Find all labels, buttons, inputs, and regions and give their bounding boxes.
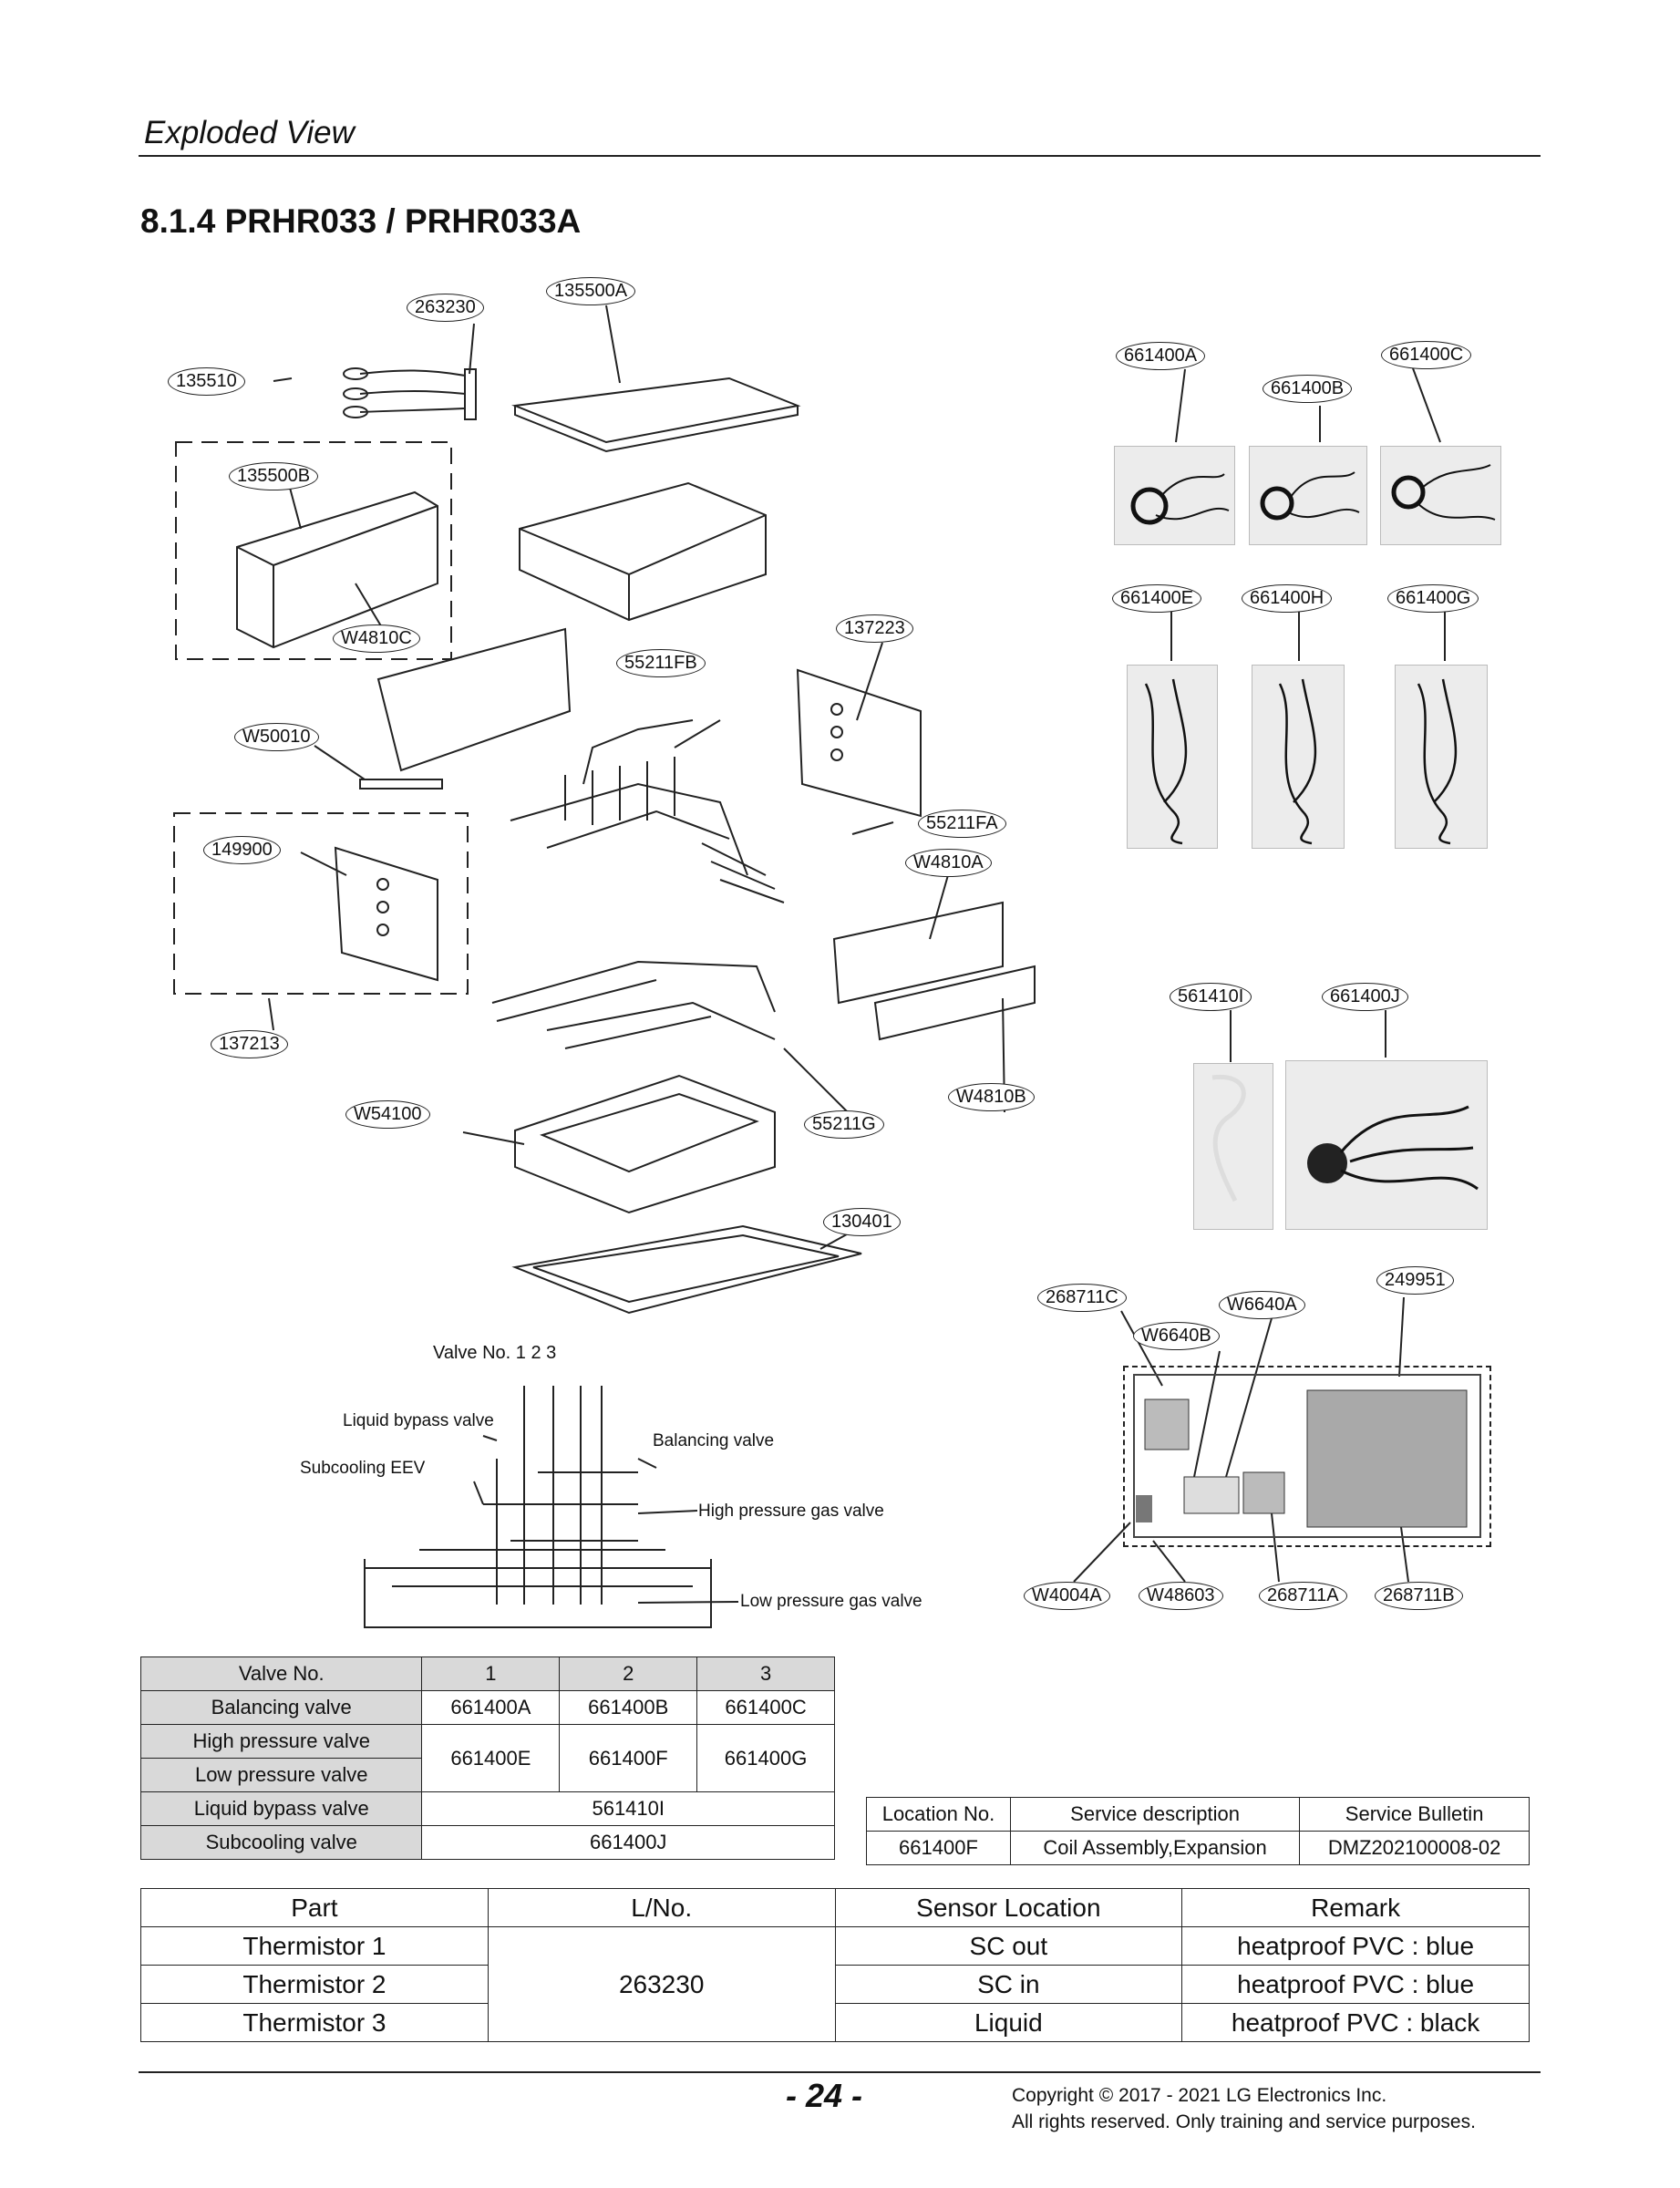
sensor-header-part: Part	[140, 1888, 489, 1927]
location-header-1: Service description	[1009, 1797, 1301, 1832]
valve-cell: 661400B	[559, 1690, 698, 1725]
high-pressure-annotation: High pressure gas valve	[698, 1502, 884, 1521]
page-title: 8.1.4 PRHR033 / PRHR033A	[140, 202, 582, 240]
sensor-header-location: Sensor Location	[834, 1888, 1183, 1927]
part-label-135510: 135510	[168, 367, 245, 396]
copyright: Copyright © 2017 - 2021 LG Electronics I…	[1012, 2085, 1387, 2106]
part-label-W4810A: W4810A	[905, 849, 992, 877]
part-label-268711C: 268711C	[1037, 1284, 1127, 1312]
footer-rule	[139, 2071, 1541, 2073]
sensor-table: Part L/No. Sensor Location Remark Thermi…	[140, 1888, 1530, 2042]
valve-cell: 661400E	[421, 1724, 561, 1792]
valve-row-liquid-bypass-label: Liquid bypass valve	[139, 1791, 423, 1826]
valve-table-header-0: Valve No.	[139, 1656, 423, 1691]
part-label-W50010: W50010	[234, 723, 319, 751]
valve-row-subcooling-label: Subcooling valve	[139, 1825, 423, 1860]
sensor-part: Thermistor 2	[140, 1965, 489, 2004]
valve-photo-561410I	[1193, 1063, 1273, 1230]
valve-row-balancing-label: Balancing valve	[139, 1690, 423, 1725]
exploded-view-drawing	[173, 304, 1446, 1628]
part-label-W4810C: W4810C	[333, 624, 420, 653]
service-bulletin-table: Location No. Service description Service…	[866, 1797, 1530, 1865]
part-label-661400J: 661400J	[1322, 983, 1408, 1011]
valve-row-low-label: Low pressure valve	[139, 1758, 423, 1792]
coil-photo-661400A	[1114, 446, 1235, 545]
valve-cell: 661400C	[696, 1690, 835, 1725]
sensor-part: Thermistor 1	[140, 1926, 489, 1966]
coil-photo-661400B	[1249, 446, 1367, 545]
part-label-W48603: W48603	[1139, 1582, 1223, 1610]
part-label-661400A: 661400A	[1116, 342, 1206, 370]
valve-table-header-2: 2	[559, 1656, 698, 1691]
part-label-268711B: 268711B	[1375, 1582, 1463, 1610]
sensor-header-lno: L/No.	[487, 1888, 836, 1927]
valve-number-label: Valve No. 1 2 3	[433, 1343, 557, 1363]
pcb-box	[1123, 1366, 1491, 1547]
part-label-661400E: 661400E	[1112, 584, 1202, 613]
sensor-part: Thermistor 3	[140, 2003, 489, 2042]
valve-table: Valve No. 1 2 3 Balancing valve 661400A …	[139, 1656, 835, 1860]
part-label-661400B: 661400B	[1263, 375, 1353, 403]
part-label-W54100: W54100	[345, 1100, 430, 1129]
valve-cell: 661400G	[696, 1724, 835, 1792]
location-cell: DMZ202100008-02	[1299, 1831, 1530, 1865]
part-label-661400G: 661400G	[1387, 584, 1479, 613]
location-cell: 661400F	[866, 1831, 1011, 1865]
header-rule	[139, 155, 1541, 157]
part-label-263230: 263230	[407, 294, 484, 322]
table-row: Thermistor 3 Liquid heatproof PVC : blac…	[140, 2003, 1530, 2042]
sensor-location: SC out	[834, 1926, 1183, 1966]
subcooling-eev-annotation: Subcooling EEV	[300, 1459, 426, 1478]
part-label-W6640A: W6640A	[1219, 1291, 1305, 1319]
location-header-2: Service Bulletin	[1299, 1797, 1530, 1832]
liquid-bypass-annotation: Liquid bypass valve	[343, 1411, 494, 1430]
part-label-137213: 137213	[211, 1030, 288, 1058]
table-row: Thermistor 2 SC in heatproof PVC : blue	[140, 1965, 1530, 2004]
coil-photo-661400G	[1395, 665, 1488, 849]
sensor-location: Liquid	[834, 2003, 1183, 2042]
part-label-268711A: 268711A	[1259, 1582, 1347, 1610]
sensor-remark: heatproof PVC : blue	[1181, 1965, 1530, 2004]
part-label-149900: 149900	[203, 836, 281, 864]
location-header-0: Location No.	[866, 1797, 1011, 1832]
part-label-W4004A: W4004A	[1024, 1582, 1110, 1610]
valve-photo-661400J	[1285, 1060, 1488, 1230]
part-label-W4810B: W4810B	[948, 1083, 1035, 1111]
valve-cell: 561410I	[421, 1791, 835, 1826]
part-label-W6640B: W6640B	[1133, 1322, 1220, 1350]
page-number: - 24 -	[786, 2077, 863, 2114]
valve-table-header-1: 1	[421, 1656, 561, 1691]
coil-photo-661400C	[1380, 446, 1501, 545]
table-row: Thermistor 1 263230 SC out heatproof PVC…	[140, 1926, 1530, 2042]
part-label-130401: 130401	[823, 1208, 901, 1236]
part-label-561410I: 561410I	[1170, 983, 1252, 1011]
part-label-661400C: 661400C	[1381, 341, 1472, 369]
sensor-lno: 263230	[487, 1926, 836, 2042]
coil-photo-661400H	[1252, 665, 1345, 849]
sensor-remark: heatproof PVC : black	[1181, 2003, 1530, 2042]
balancing-valve-annotation: Balancing valve	[653, 1431, 775, 1450]
sensor-remark: heatproof PVC : blue	[1181, 1926, 1530, 1966]
valve-row-high-label: High pressure valve	[139, 1724, 423, 1759]
section-header: Exploded View	[144, 115, 355, 150]
part-label-249951: 249951	[1376, 1266, 1454, 1295]
part-label-135500B: 135500B	[229, 462, 319, 490]
part-label-135500A: 135500A	[546, 277, 636, 305]
valve-cell: 661400A	[421, 1690, 561, 1725]
rights-notice: All rights reserved. Only training and s…	[1012, 2111, 1476, 2132]
sensor-location: SC in	[834, 1965, 1183, 2004]
location-cell: Coil Assembly,Expansion	[1009, 1831, 1301, 1865]
valve-table-header-3: 3	[696, 1656, 835, 1691]
part-label-137223: 137223	[836, 614, 913, 643]
coil-photo-661400E	[1127, 665, 1218, 849]
part-label-55211G: 55211G	[804, 1110, 884, 1139]
valve-cell: 661400J	[421, 1825, 835, 1860]
part-label-55211FA: 55211FA	[918, 810, 1006, 838]
low-pressure-annotation: Low pressure gas valve	[740, 1592, 922, 1611]
part-label-55211FB: 55211FB	[616, 649, 706, 677]
sensor-header-remark: Remark	[1181, 1888, 1530, 1927]
part-label-661400H: 661400H	[1242, 584, 1333, 613]
valve-cell: 661400F	[559, 1724, 698, 1792]
